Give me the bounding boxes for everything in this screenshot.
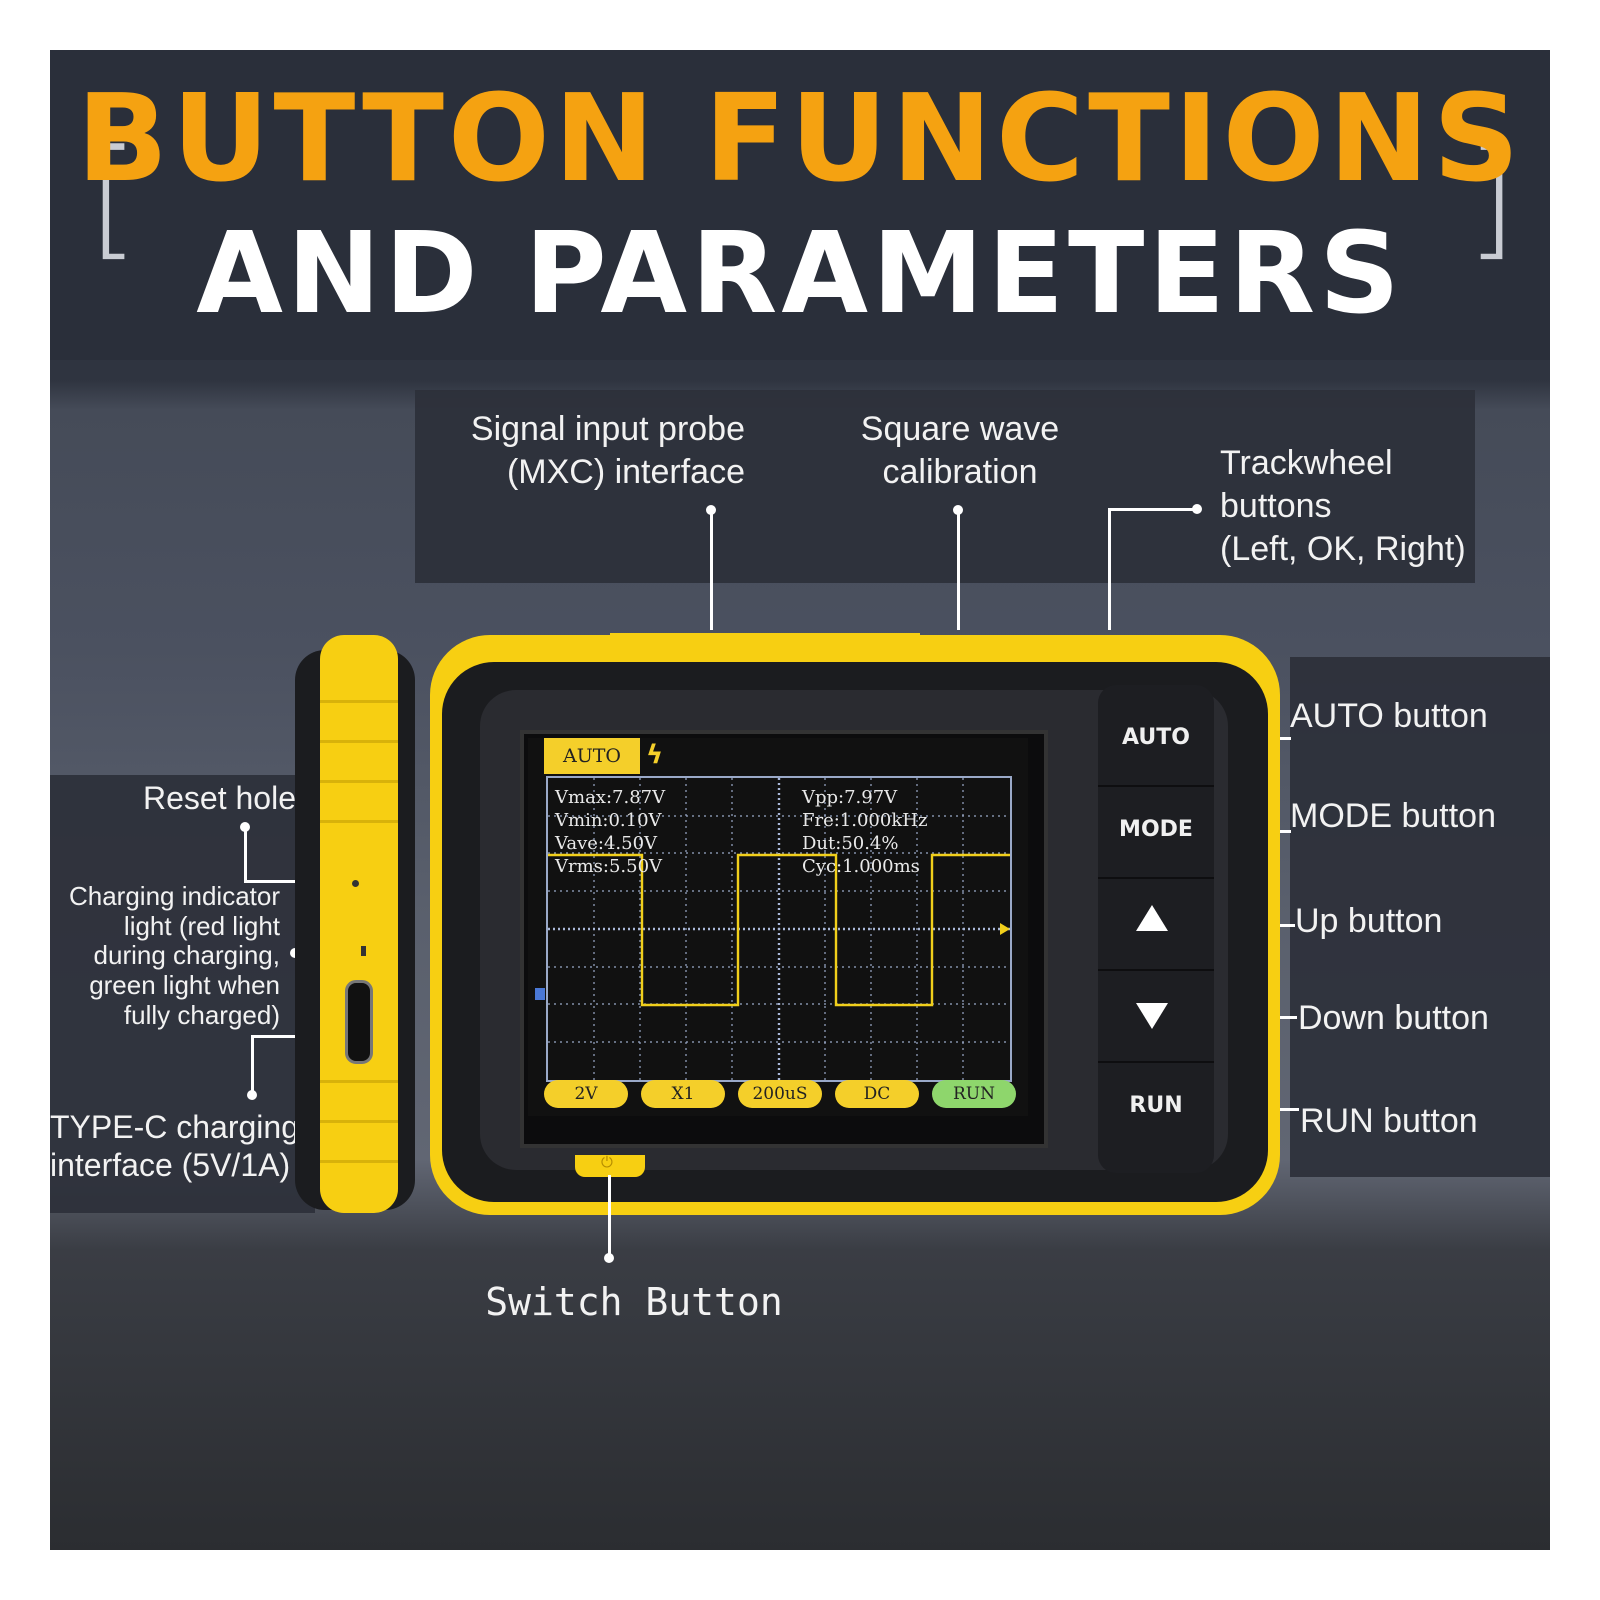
left-callout-panel — [50, 775, 315, 1213]
side-ridge — [320, 740, 398, 743]
side-ridge — [320, 1120, 398, 1123]
screen-mode-tab: AUTO — [544, 738, 640, 774]
title-line-1: BUTTON FUNCTIONS — [76, 70, 1524, 209]
switch-leader-dot — [604, 1253, 614, 1263]
side-ridge — [320, 1080, 398, 1083]
measurement-vmax: Vmax:7.87V — [555, 787, 666, 808]
reset-hole[interactable] — [352, 880, 359, 887]
square-wave-label-line-1: Square wave — [860, 410, 1060, 448]
probe-leader-line — [710, 510, 713, 630]
typec-leader-dot — [247, 1090, 257, 1100]
square-wave-label: Square wave calibration — [830, 408, 1090, 494]
device-switch-button[interactable] — [575, 1155, 645, 1177]
trackwheel-leader-h — [1108, 508, 1196, 511]
infographic-canvas: [ ] BUTTON FUNCTIONS AND PARAMETERS Sign… — [50, 50, 1550, 1550]
right-callout-panel — [1290, 657, 1550, 1177]
down-button-label: Down button — [1298, 999, 1489, 1037]
device-down-button[interactable] — [1098, 969, 1214, 1063]
reset-hole-label: Reset hole — [143, 780, 296, 816]
typec-label-line-1: TYPE-C charging — [50, 1109, 299, 1145]
reset-leader-h — [244, 880, 324, 883]
left-bracket: [ — [88, 121, 139, 273]
status-timebase: 200uS — [738, 1080, 822, 1108]
measurement-duty: Dut:50.4% — [802, 833, 899, 854]
charging-indicator-line-5: fully charged) — [123, 999, 280, 1030]
square-wave-trace — [548, 853, 1010, 1007]
measurement-frequency: Fre:1.000kHz — [802, 810, 928, 831]
measurement-cycle: Cyc:1.000ms — [802, 856, 920, 877]
charging-indicator-label: Charging indicator light (red light duri… — [50, 881, 280, 1030]
charging-indicator-line-2: light (red light — [123, 910, 280, 941]
charging-indicator-light — [361, 946, 366, 956]
measurements-right: Vpp:7.97V Fre:1.000kHz Dut:50.4% Cyc:1.0… — [802, 786, 927, 878]
reset-leader-v — [244, 826, 247, 882]
trackwheel-leader-v — [1108, 508, 1111, 630]
probe-label-line-2: (MXC) interface — [506, 452, 745, 491]
auto-button-label: AUTO button — [1290, 697, 1488, 735]
status-coupling: DC — [835, 1080, 919, 1108]
device-auto-button-label: AUTO — [1122, 725, 1190, 750]
status-run-state: RUN — [932, 1080, 1016, 1108]
measurement-vmin: Vmin:0.10V — [555, 810, 662, 831]
measurement-vpp: Vpp:7.97V — [802, 787, 898, 808]
probe-label-line-1: Signal input probe — [470, 410, 745, 448]
square-wave-leader-line — [957, 510, 960, 630]
side-ridge — [320, 820, 398, 823]
trackwheel-leader-dot — [1192, 504, 1202, 514]
typec-label: TYPE-C charging interface (5V/1A) — [50, 1108, 299, 1185]
up-button-label: Up button — [1295, 902, 1443, 940]
switch-button-label: Switch Button — [485, 1280, 783, 1324]
run-button-label: RUN button — [1300, 1102, 1478, 1140]
probe-label: Signal input probe (MXC) interface — [430, 408, 745, 494]
device-auto-button[interactable]: AUTO — [1098, 693, 1214, 787]
trigger-level-marker — [1000, 923, 1010, 935]
square-wave-label-line-2: calibration — [882, 452, 1038, 491]
right-bracket: ] — [1466, 121, 1517, 273]
trackwheel-label-line-3: (Left, OK, Right) — [1220, 529, 1466, 568]
channel-marker — [535, 988, 545, 1000]
measurement-vave: Vave:4.50V — [555, 833, 658, 854]
charging-indicator-line-4: green light when — [89, 969, 280, 1000]
charging-indicator-line-1: Charging indicator — [68, 881, 280, 911]
side-ridge — [320, 1160, 398, 1163]
device-mode-button[interactable]: MODE — [1098, 785, 1214, 879]
device-mode-button-label: MODE — [1119, 817, 1193, 842]
header-band — [50, 50, 1550, 360]
trigger-icon: ϟ — [646, 740, 664, 770]
triangle-down-icon — [1136, 1003, 1168, 1029]
charging-indicator-line-3: during charging, — [93, 940, 280, 971]
side-ridge — [320, 700, 398, 703]
measurements-left: Vmax:7.87V Vmin:0.10V Vave:4.50V Vrms:5.… — [555, 786, 665, 878]
status-voltage-scale: 2V — [544, 1080, 628, 1108]
mode-button-label: MODE button — [1290, 797, 1496, 835]
device-top-notch — [610, 633, 920, 655]
device-run-button[interactable]: RUN — [1098, 1061, 1214, 1153]
side-view-yellow-frame — [320, 635, 398, 1213]
title-line-2: AND PARAMETERS — [196, 209, 1404, 339]
side-ridge — [320, 780, 398, 783]
device-up-button[interactable] — [1098, 877, 1214, 971]
top-callout-panel — [415, 390, 1475, 583]
status-probe-multiplier: X1 — [641, 1080, 725, 1108]
typec-label-line-2: interface (5V/1A) — [50, 1147, 291, 1184]
power-icon: ⏻ — [601, 1153, 613, 1171]
typec-port[interactable] — [345, 980, 373, 1064]
typec-leader-v — [251, 1035, 254, 1093]
measurement-vrms: Vrms:5.50V — [555, 856, 663, 877]
trackwheel-label-line-2: buttons — [1220, 486, 1332, 525]
device-run-button-label: RUN — [1129, 1093, 1183, 1118]
trackwheel-label-line-1: Trackwheel — [1220, 444, 1393, 482]
switch-leader-line — [608, 1175, 611, 1255]
triangle-up-icon — [1136, 905, 1168, 931]
trackwheel-label: Trackwheel buttons (Left, OK, Right) — [1220, 442, 1466, 570]
waveform-svg — [548, 778, 1010, 1080]
